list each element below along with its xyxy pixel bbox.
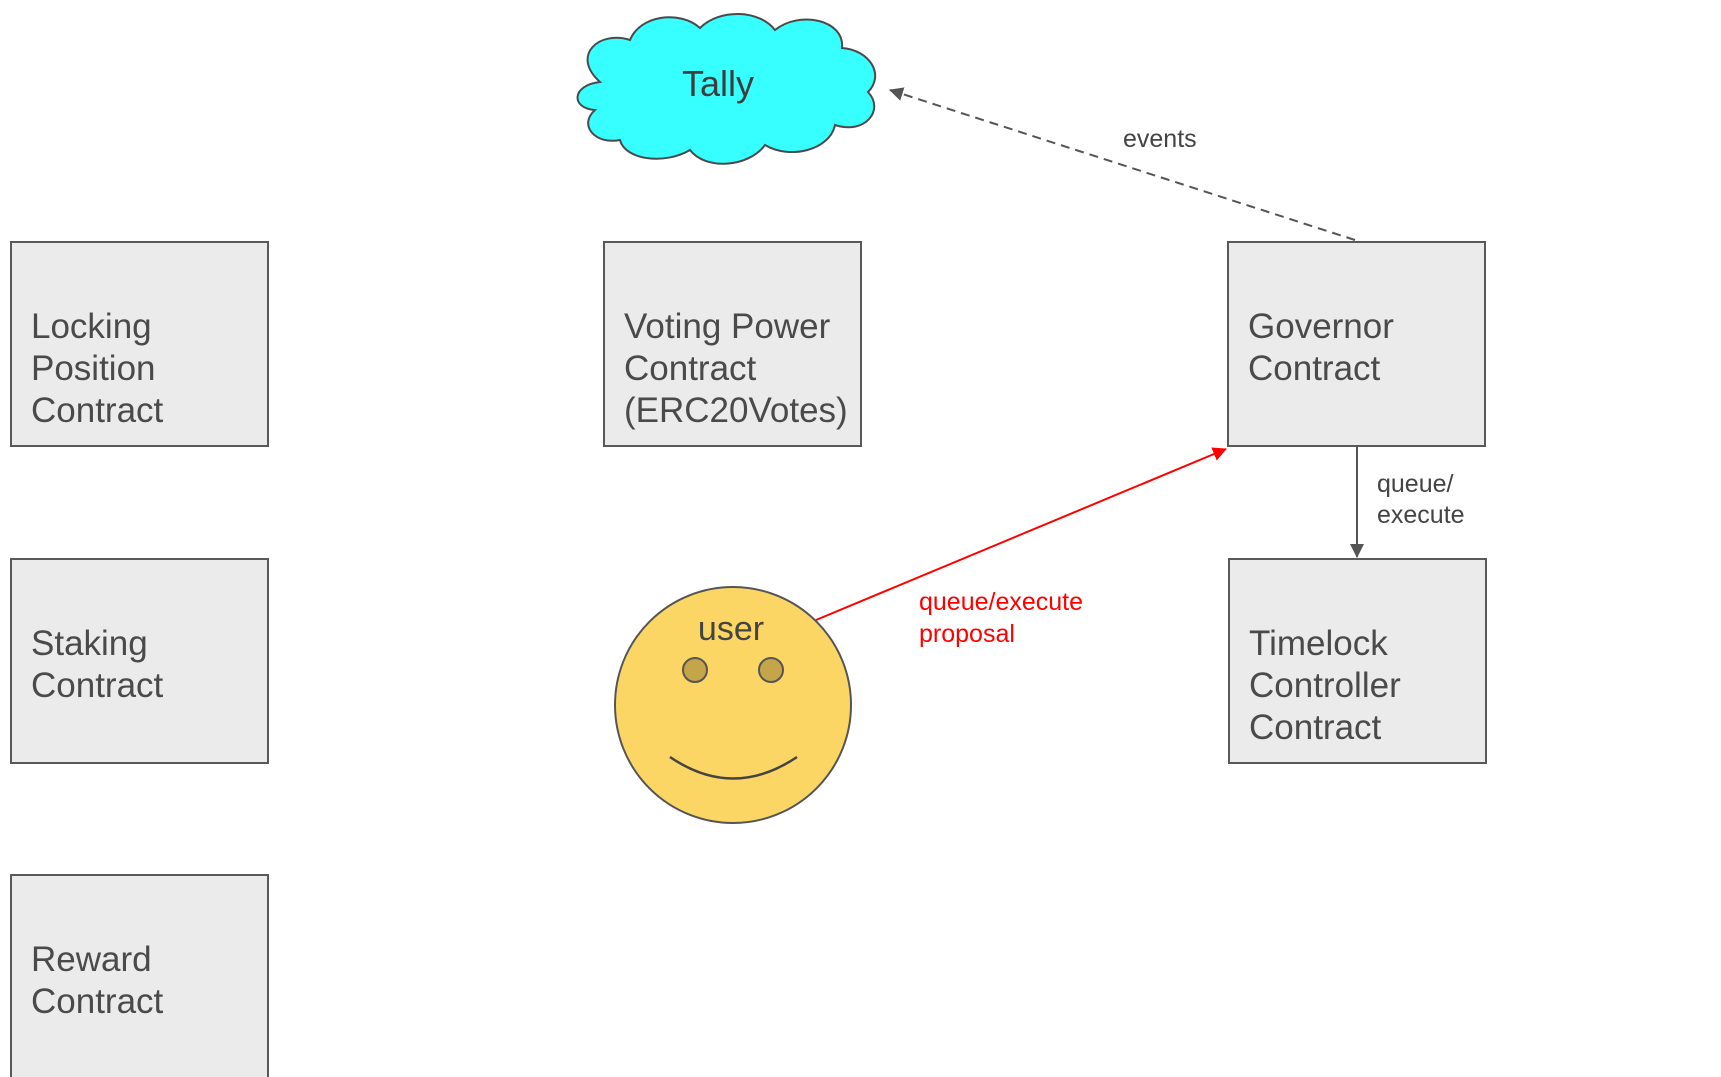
timelock-box: Timelock Controller Contract xyxy=(1228,558,1487,764)
events-arrow xyxy=(889,87,1356,241)
timelock-label: Timelock Controller Contract xyxy=(1249,624,1410,747)
governor-label: Governor Contract xyxy=(1248,307,1404,388)
smiley-right-eye xyxy=(758,657,784,683)
voting-power-box: Voting Power Contract (ERC20Votes) xyxy=(603,241,862,447)
events-label: events xyxy=(1123,125,1197,153)
reward-box: Reward Contract xyxy=(10,874,269,1077)
user-proposal-arrow xyxy=(815,447,1227,621)
user-label: user xyxy=(698,610,764,648)
user-proposal-label: queue/execute proposal xyxy=(919,588,1090,648)
queue-execute-label: queue/ execute xyxy=(1377,470,1465,529)
voting-power-label: Voting Power Contract (ERC20Votes) xyxy=(624,307,848,430)
user-smiley: user xyxy=(614,586,852,824)
staking-box: Staking Contract xyxy=(10,558,269,764)
staking-label: Staking Contract xyxy=(31,624,164,705)
cloud-label: Tally xyxy=(682,63,754,104)
reward-label: Reward Contract xyxy=(31,940,164,1021)
locking-position-label: Locking Position Contract xyxy=(31,307,165,430)
smiley-left-eye xyxy=(682,657,708,683)
cloud-shape xyxy=(576,13,877,165)
smiley-mouth xyxy=(669,755,798,780)
smiley-face xyxy=(614,586,852,824)
locking-position-box: Locking Position Contract xyxy=(10,241,269,447)
tally-cloud: Tally xyxy=(576,13,877,165)
governor-box: Governor Contract xyxy=(1227,241,1486,447)
